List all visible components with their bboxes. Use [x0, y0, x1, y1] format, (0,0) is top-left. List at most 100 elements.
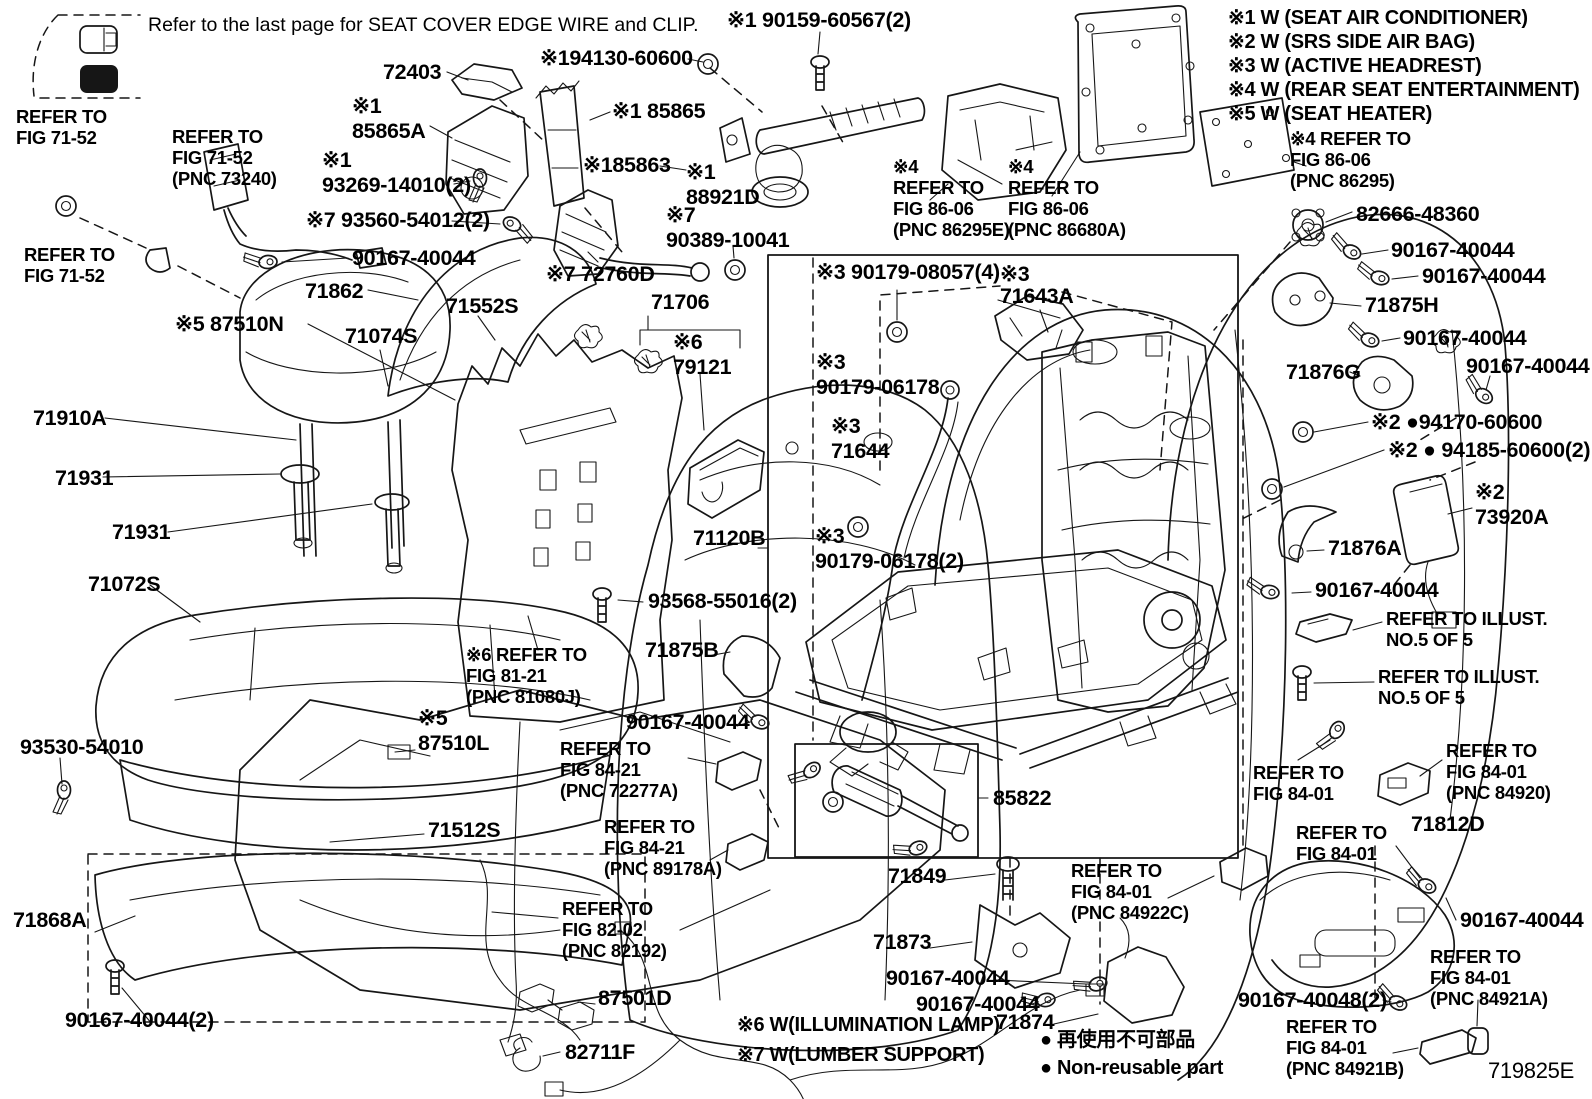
- part-82711f: 82711F: [565, 1040, 635, 1064]
- part-90167-40044-6: 90167-40044: [1466, 354, 1590, 378]
- ref-fig-71-52-pnc-73240: REFER TO FIG 71-52 (PNC 73240): [172, 126, 277, 190]
- part-90179-06178: ※3 90179-06178: [816, 350, 940, 399]
- part-90179-06178x2: ※3 90179-06178(2): [815, 524, 964, 573]
- part-71876g: 71876G: [1286, 360, 1361, 384]
- part-72760d: ※7 72760D: [546, 262, 655, 286]
- part-88921d: ※1 88921D: [686, 160, 760, 209]
- seatback-board-panel: [1074, 5, 1195, 164]
- part-79121: ※6 79121: [673, 330, 732, 379]
- ref-fig-84-01-84922c: REFER TO FIG 84-01 (PNC 84922C): [1071, 860, 1189, 924]
- part-71644: ※3 71644: [831, 414, 890, 463]
- part-82666-48360: 82666-48360: [1356, 202, 1480, 226]
- ref-fig-86-06-86295e: ※4 REFER TO FIG 86-06 (PNC 86295E): [893, 156, 1010, 241]
- cushion-pad-71072s: [95, 597, 639, 851]
- part-90179-08057: ※3 90179-08057(4): [816, 260, 1000, 284]
- part-73920a: ※2 73920A: [1475, 480, 1549, 529]
- bottom-parts: [52, 587, 1489, 1065]
- front-trim-71868a: [87, 852, 646, 1023]
- part-71074s: 71074S: [345, 324, 418, 348]
- part-90167-40044-2: 90167-40044: [626, 710, 750, 734]
- headrest-supports-71931: [280, 464, 410, 574]
- non-reusable-note: ● 再使用不可部品 ● Non-reusable part: [1040, 1029, 1224, 1079]
- rse-bracket: [941, 83, 1067, 201]
- part-71512s: 71512S: [428, 818, 501, 842]
- part-94170-60600: ※2 ●94170-60600: [1371, 410, 1543, 434]
- seatback-heater-87510n: [451, 333, 683, 1057]
- part-71931-lower: 71931: [112, 520, 171, 544]
- part-71875b: 71875B: [645, 638, 719, 662]
- part-93269-14010: ※1 93269-14010(2): [322, 148, 471, 197]
- note-seat-cover-edge-wire: Refer to the last page for SEAT COVER ED…: [148, 14, 699, 36]
- ref-fig-84-01-84921a: REFER TO FIG 84-01 (PNC 84921A): [1430, 946, 1548, 1010]
- part-87501d: 87501D: [598, 986, 672, 1010]
- seatbelt-buckle-group: [55, 143, 387, 273]
- ref-fig-82-02: REFER TO FIG 82-02 (PNC 82192): [562, 898, 667, 962]
- seat-frame-assembly: [795, 295, 1239, 777]
- part-x3-flag: ※3: [1000, 262, 1030, 286]
- part-85822: 85822: [993, 786, 1052, 810]
- part-71874: 71874: [996, 1010, 1055, 1034]
- footnote-legend: ※6 W(ILLUMINATION LAMP) ※7 W(LUMBER SUPP…: [737, 1014, 1000, 1066]
- ref-fig-71-52-upper: REFER TO FIG 71-52: [16, 106, 107, 149]
- slide-motor-85822: [785, 754, 969, 864]
- ref-illust-5of5-upper: REFER TO ILLUST. NO.5 OF 5: [1386, 608, 1548, 651]
- part-71931-upper: 71931: [55, 466, 114, 490]
- ref-fig-86-06-86680a: ※4 REFER TO FIG 86-06 (PNC 86680A): [1008, 156, 1126, 241]
- right-side-small-parts: [1219, 208, 1499, 897]
- part-71643a: 71643A: [1000, 284, 1074, 308]
- part-90167-40044-1: 90167-40044: [352, 246, 476, 270]
- part-90167-40044-8: 90167-40044: [1460, 908, 1584, 932]
- part-94185-60600: ※2 ● 94185-60600(2): [1388, 438, 1591, 462]
- part-90389-10041: ※7 90389-10041: [666, 203, 790, 252]
- part-87510n: ※5 87510N: [175, 312, 284, 336]
- part-85865a: ※1 85865A: [352, 94, 426, 143]
- plate-86295: [1199, 97, 1295, 187]
- part-93530-54010: 93530-54010: [20, 735, 144, 759]
- part-71552s: 71552S: [446, 294, 519, 318]
- part-71812d: 71812D: [1411, 812, 1485, 836]
- part-90159-60567: ※1 90159-60567(2): [727, 8, 911, 32]
- part-71862: 71862: [305, 279, 364, 303]
- part-90167-40044x2: 90167-40044(2): [65, 1008, 214, 1032]
- part-71875h: 71875H: [1365, 293, 1439, 317]
- part-85865: ※1 85865: [612, 99, 706, 123]
- part-87510l: ※5 87510L: [418, 706, 490, 755]
- ref-fig-84-01-mid: REFER TO FIG 84-01: [1296, 822, 1387, 865]
- ref-fig-84-21-89178a: REFER TO FIG 84-21 (PNC 89178A): [604, 816, 722, 880]
- part-90167-40044-3: 90167-40044: [1391, 238, 1515, 262]
- ref-fig-81-21: ※6 REFER TO FIG 81-21 (PNC 81080J): [466, 644, 587, 708]
- headrest-71910a: [239, 248, 451, 557]
- part-71706: 71706: [651, 290, 710, 314]
- cushion-pan-71512s: [234, 689, 946, 1011]
- dashed-lines: [79, 67, 1476, 1005]
- part-72403: 72403: [383, 60, 442, 84]
- part-71876a: 71876A: [1328, 536, 1402, 560]
- part-93568-55016: 93568-55016(2): [648, 589, 797, 613]
- ref-fig-84-01-84921b: REFER TO FIG 84-01 (PNC 84921B): [1286, 1016, 1404, 1080]
- part-94130-60600: ※194130-60600: [540, 46, 693, 70]
- part-71120b: 71120B: [693, 526, 766, 550]
- part-71873: 71873: [873, 930, 932, 954]
- part-85863: ※185863: [583, 153, 671, 177]
- diagram-code: 719825E: [1488, 1058, 1574, 1083]
- recliner-adjuster-parts: [445, 53, 926, 282]
- ref-fig-86-06-86295: ※4 REFER TO FIG 86-06 (PNC 86295): [1290, 128, 1411, 192]
- cover-79121: [687, 439, 765, 519]
- leader-lines: [59, 31, 1491, 1057]
- part-90167-40044-7: 90167-40044: [1315, 578, 1439, 602]
- seatback-board-71862: [387, 236, 597, 397]
- part-71868a: 71868A: [13, 908, 87, 932]
- seatback-pad-71074s: [616, 384, 1002, 1052]
- ref-fig-84-21-72277a: REFER TO FIG 84-21 (PNC 72277A): [560, 738, 678, 802]
- part-90167-40048: 90167-40048(2): [1238, 988, 1387, 1012]
- part-71072s: 71072S: [88, 572, 161, 596]
- ref-illust-5of5-lower: REFER TO ILLUST. NO.5 OF 5: [1378, 666, 1540, 709]
- part-93560-54012: ※7 93560-54012(2): [306, 208, 490, 232]
- part-71910a: 71910A: [33, 406, 107, 430]
- ref-fig-71-52-lower: REFER TO FIG 71-52: [24, 244, 115, 287]
- part-90167-40044-4: 90167-40044: [1422, 264, 1546, 288]
- part-90167-40044-10: 90167-40044: [916, 992, 1040, 1016]
- wire-harness-87501d: [479, 859, 1105, 1099]
